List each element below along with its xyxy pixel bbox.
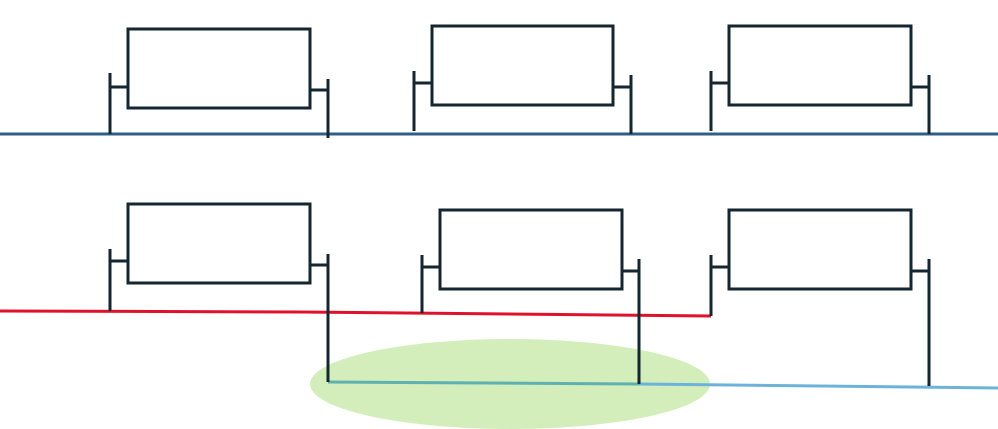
red-line	[0, 309, 712, 318]
blue-line-left	[327, 380, 641, 386]
component-2	[412, 24, 633, 134]
component-6	[709, 208, 931, 386]
component-5	[420, 208, 641, 384]
component-3	[709, 24, 931, 134]
blue-line-right	[639, 382, 998, 390]
component-1	[108, 27, 330, 138]
component-4	[108, 202, 330, 382]
